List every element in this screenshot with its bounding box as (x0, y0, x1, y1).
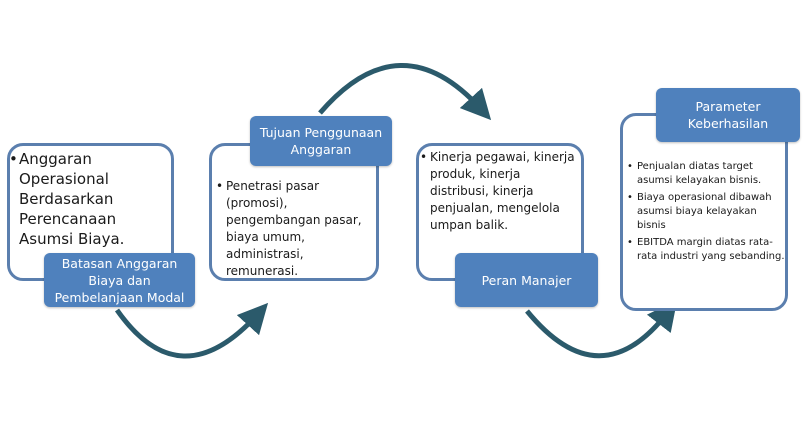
step4-bullet-3: EBITDA margin diatas rata-rata industri … (627, 236, 785, 264)
step4-bullet-2: Biaya operasional dibawah asumsi biaya k… (627, 191, 785, 233)
arrow-step3-to-step4 (525, 300, 678, 359)
step1-bullets: Anggaran Operasional Berdasarkan Perenca… (9, 149, 167, 249)
step2-bullet-1: Penetrasi pasar (promosi), pengembangan … (216, 178, 374, 280)
step4-bullets: Penjualan diatas target asumsi kelayakan… (627, 160, 785, 267)
step1-bullet-1: Anggaran Operasional Berdasarkan Perenca… (9, 149, 167, 249)
step2-bullets: Penetrasi pasar (promosi), pengembangan … (216, 178, 374, 280)
step3-bullet-1: Kinerja pegawai, kinerja produk, kinerja… (420, 149, 582, 234)
arrow-step1-to-step2 (114, 302, 269, 359)
arrow-step2-to-step3 (318, 63, 492, 121)
step2-label: Tujuan Penggunaan Anggaran (250, 116, 392, 166)
step4-label: Parameter Keberhasilan (656, 88, 800, 142)
step3-bullets: Kinerja pegawai, kinerja produk, kinerja… (420, 149, 582, 234)
step4-bullet-1: Penjualan diatas target asumsi kelayakan… (627, 160, 785, 188)
step1-label: Batasan Anggaran Biaya dan Pembelanjaan … (44, 253, 195, 307)
step3-label: Peran Manajer (455, 253, 598, 307)
